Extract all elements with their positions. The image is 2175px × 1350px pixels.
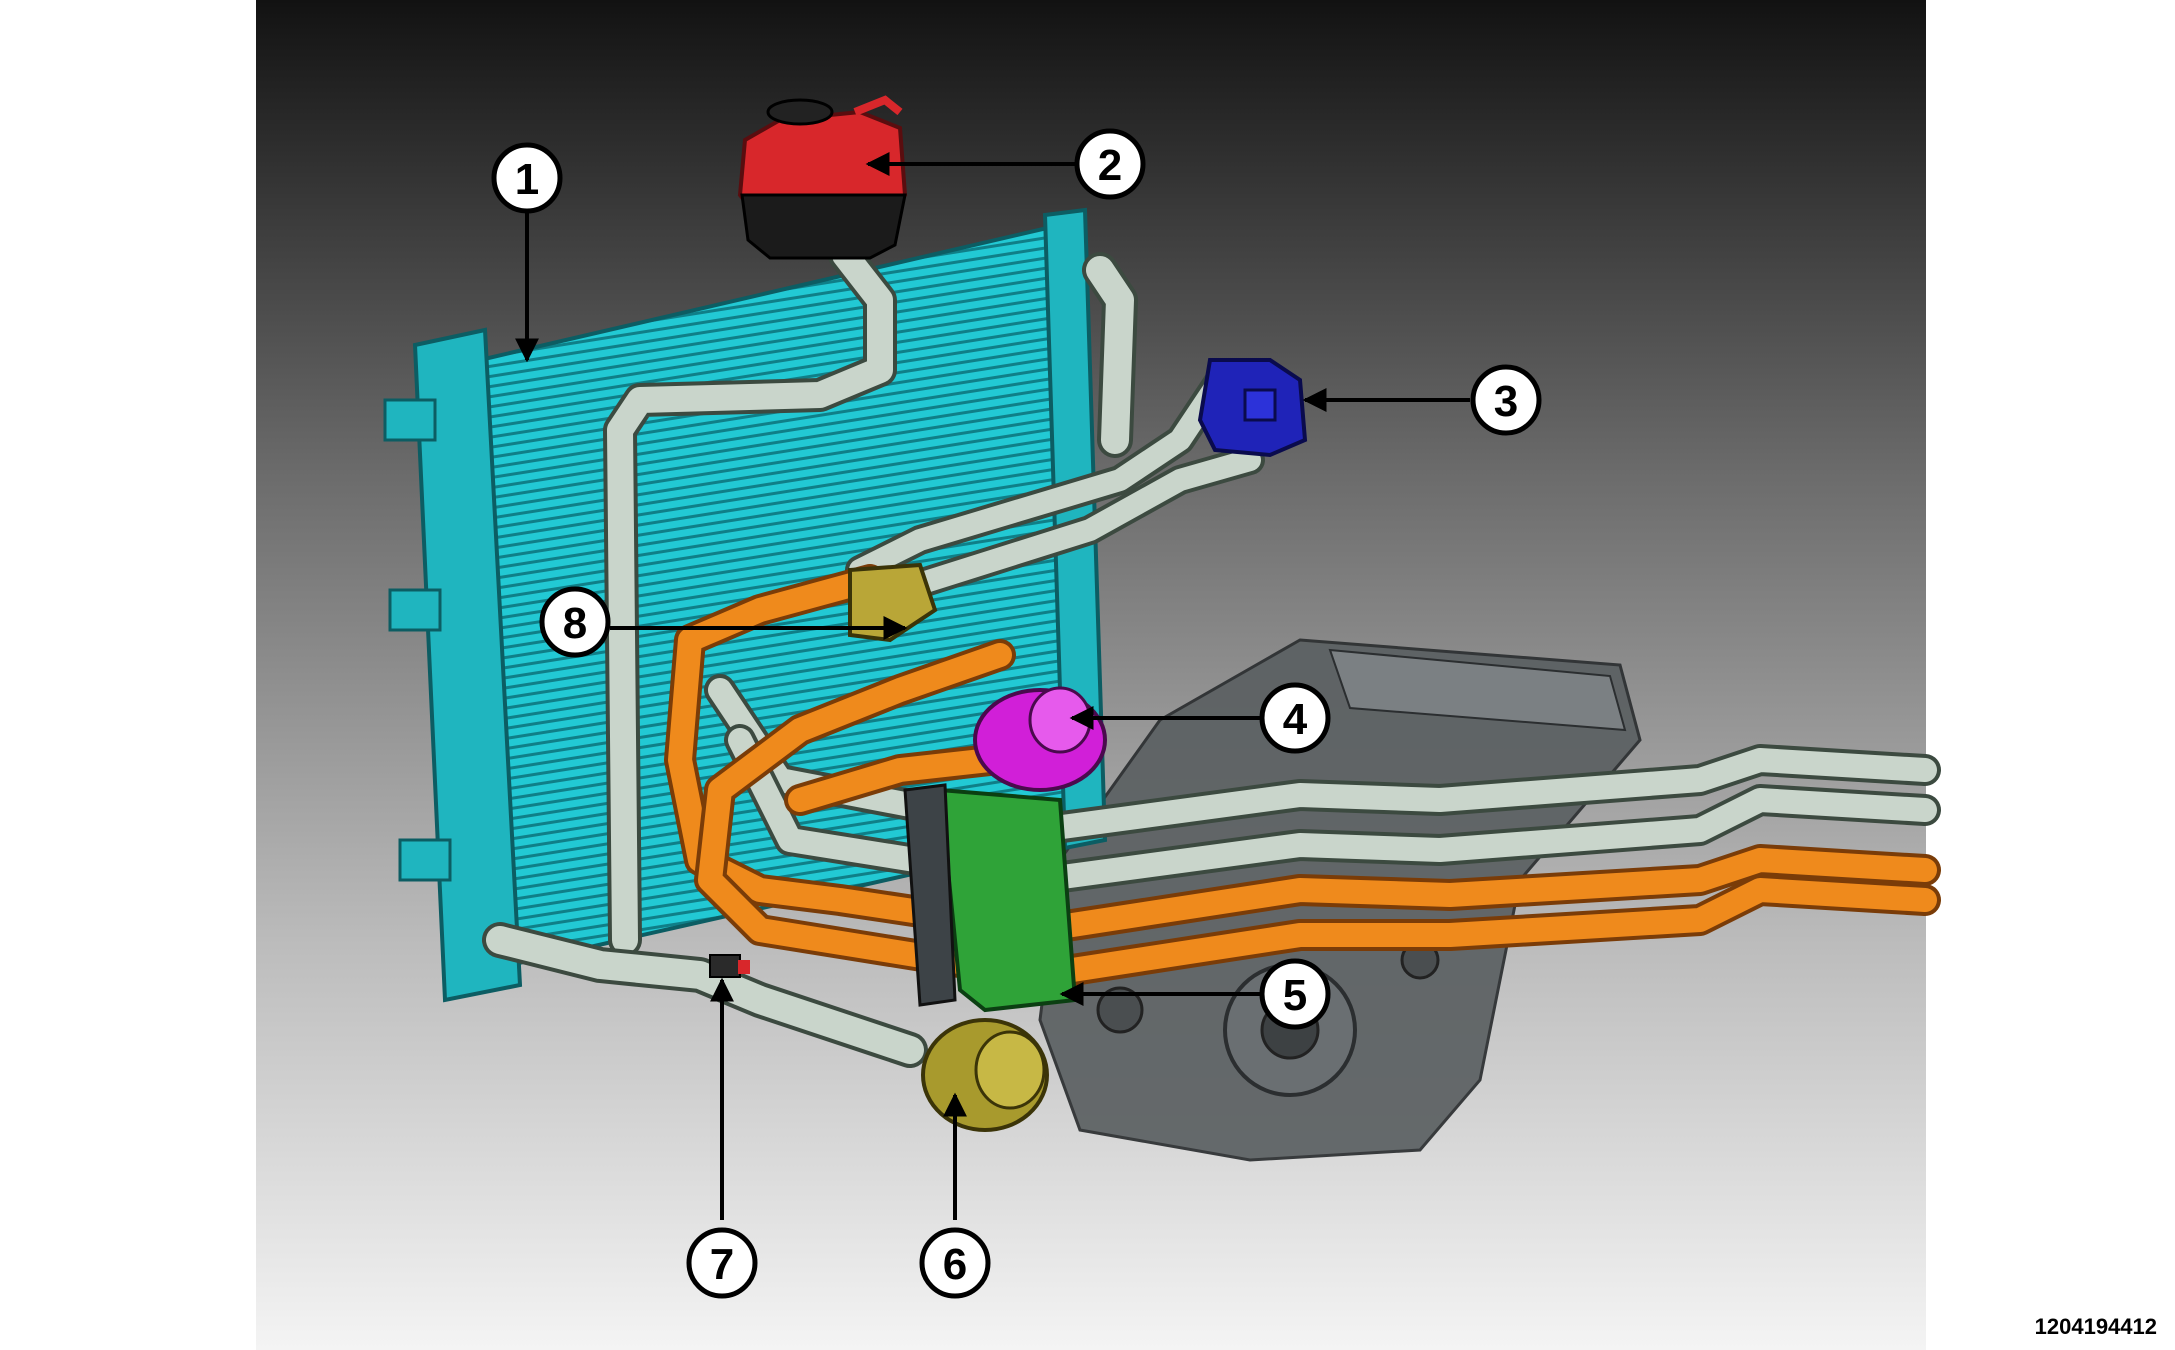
- magenta-pump: [973, 686, 1107, 792]
- callout-4-label: 4: [1283, 695, 1308, 744]
- callout-7: 7: [686, 1227, 758, 1299]
- temperature-sensor: [709, 954, 750, 978]
- callout-1: 1: [491, 142, 563, 214]
- callout-leaders: [515, 152, 1470, 1220]
- callout-7-label: 7: [710, 1240, 734, 1289]
- callout-6-label: 6: [943, 1240, 967, 1289]
- coolant-reservoir: [737, 95, 908, 260]
- callout-2-label: 2: [1098, 141, 1122, 190]
- callout-3: 3: [1470, 364, 1542, 436]
- callout-8: 8: [539, 586, 611, 658]
- yellow-pump: [921, 1018, 1049, 1132]
- orange-coolant-hoses: [664, 564, 1941, 991]
- callout-4: 4: [1259, 682, 1331, 754]
- callout-3-label: 3: [1494, 377, 1518, 426]
- callout-8-label: 8: [563, 599, 587, 648]
- callout-1-label: 1: [515, 155, 539, 204]
- yellow-fitting: [848, 562, 938, 643]
- figure-id: 1204194412: [2034, 1314, 2157, 1339]
- callout-6: 6: [919, 1227, 991, 1299]
- blue-valve: [1197, 358, 1308, 458]
- callout-5: 5: [1259, 958, 1331, 1030]
- callout-2: 2: [1074, 128, 1146, 200]
- green-module: [903, 783, 1078, 1013]
- callouts: 1 2 3 4 5 6 7 8: [491, 128, 1542, 1299]
- callout-5-label: 5: [1283, 971, 1307, 1020]
